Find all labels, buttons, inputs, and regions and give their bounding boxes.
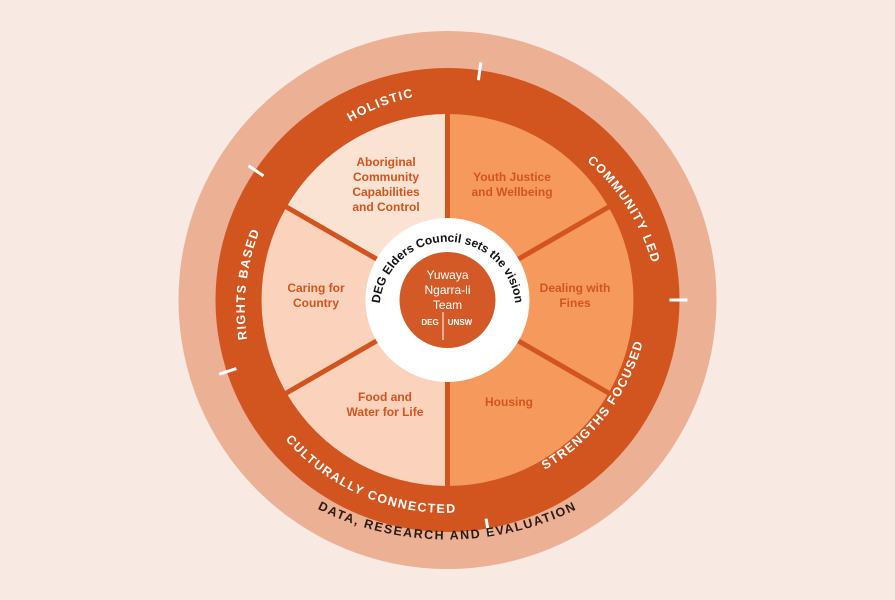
segment-separator [515,204,611,263]
segment-separators [284,113,611,487]
segment-food-water-line-1: Food and [358,390,412,404]
segment-fines-label: Dealing with Fines [540,281,611,310]
principle-tick [247,164,265,178]
principle-tick [218,367,237,376]
center-left-label: DEG [421,318,438,327]
segment-caring-country-label: Caring for Country [287,281,345,310]
center-line-2: Ngarra-li [424,283,470,297]
center-circle [399,252,496,348]
segment-housing-label: Housing [485,395,533,409]
center-right-label: UNSW [448,318,473,327]
segment-food-water-line-2: Water for Life [347,405,424,419]
segment-youth-justice-line-1: Youth Justice [473,170,551,184]
principle-tick [476,62,483,81]
segment-food-water-label: Food and Water for Life [347,390,424,419]
segment-caring-country-line-1: Caring for [287,281,345,295]
segment-youth-justice-label: Youth Justice and Wellbeing [471,170,552,199]
principle-tick [484,518,491,537]
segment-aboriginal-community-label: Aboriginal Community Capabilities and Co… [352,155,420,214]
segment-aboriginal-line-1: Aboriginal [356,155,415,169]
segment-aboriginal-line-2: Community [353,170,419,184]
segment-dealing-with-fines [447,207,634,393]
segment-youth-justice-line-2: and Wellbeing [471,185,552,199]
segment-housing-line-1: Housing [485,395,533,409]
segment-separator [284,337,380,396]
segment-separator [284,204,380,263]
principle-ticks [218,62,688,537]
segment-aboriginal-line-3: Capabilities [352,185,420,199]
segment-caring-country [261,207,448,393]
center-line-3: Team [433,298,462,312]
segment-separator [515,337,611,396]
segment-caring-country-line-2: Country [293,296,339,310]
segment-fines-line-2: Fines [559,296,591,310]
segment-aboriginal-line-4: and Control [352,200,419,214]
center-line-1: Yuwaya [426,268,468,282]
segment-fines-line-1: Dealing with [540,281,611,295]
